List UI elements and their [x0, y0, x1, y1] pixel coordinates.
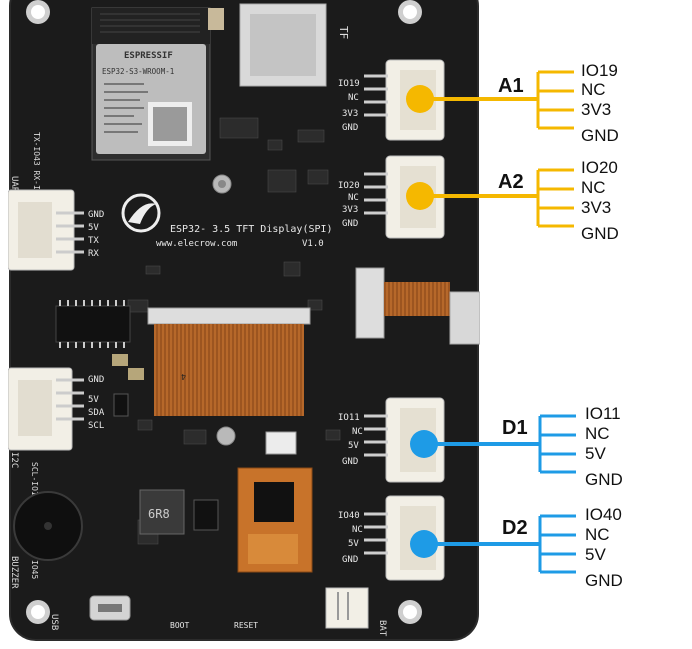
svg-text:SCL: SCL: [88, 421, 104, 431]
svg-text:NC: NC: [348, 193, 359, 203]
callout-d2-pin-1: IO40: [585, 505, 622, 524]
callout-d2-pin-4: GND: [585, 571, 623, 590]
buzzer-pin: IO45: [30, 560, 39, 579]
boot-label: BOOT: [170, 621, 189, 630]
svg-text:5V: 5V: [348, 441, 359, 451]
d1-silk-labels: IO11 NC 5V GND: [338, 413, 363, 467]
callout-d2-pin-3: 5V: [585, 545, 606, 564]
callout-d1-pin-4: GND: [585, 470, 623, 489]
tf-card-slot: TF: [239, 3, 350, 87]
callout-d2-pin-2: NC: [585, 525, 610, 544]
callout-a2-pin-2: NC: [581, 178, 606, 197]
i2c-pin-labels: GND 5V SDA SCL: [88, 375, 105, 431]
callout-a2-pin-1: IO20: [581, 158, 618, 177]
callout-d2-name: D2: [502, 517, 528, 539]
capacitors: [112, 354, 144, 380]
svg-text:IO11: IO11: [338, 413, 360, 423]
svg-text:5V: 5V: [348, 539, 359, 549]
svg-text:IO40: IO40: [338, 511, 360, 521]
mounting-screw: [216, 426, 236, 446]
d2-marker-dot: [410, 530, 438, 558]
crystal-component: [208, 8, 224, 30]
elecrow-logo: [121, 193, 161, 233]
reset-label: RESET: [234, 621, 258, 630]
buzzer-label: BUZZER: [9, 556, 19, 589]
callout-a2-name: A2: [498, 171, 524, 193]
svg-text:SDA: SDA: [88, 408, 105, 418]
d1-marker-dot: [410, 430, 438, 458]
svg-text:5V: 5V: [88, 395, 99, 405]
usb-port: [89, 595, 131, 621]
d2-silk-labels: IO40 NC 5V GND: [338, 511, 363, 565]
usb-label: USB: [49, 614, 59, 630]
callout-d1-lines: [410, 414, 576, 474]
callout-a1-pin-1: IO19: [581, 61, 618, 80]
svg-text:5V: 5V: [88, 223, 99, 233]
svg-text:NC: NC: [348, 93, 359, 103]
callout-d1-pin-3: 5V: [585, 444, 606, 463]
uart-connector: [7, 189, 84, 271]
svg-text:GND: GND: [342, 457, 358, 467]
svg-text:6R8: 6R8: [148, 507, 170, 521]
callout-d1-pin-1: IO11: [585, 404, 621, 423]
mounting-holes: [26, 0, 422, 624]
callout-d2-lines: [410, 514, 576, 574]
soic-chip: [55, 300, 131, 348]
svg-text:3V3: 3V3: [342, 109, 358, 119]
a2-silk-labels: IO20 NC 3V3 GND: [338, 181, 360, 229]
uart-pin-labels: GND 5V TX RX: [88, 210, 104, 259]
callout-a2-pin-3: 3V3: [581, 198, 612, 217]
callout-a1-pin-4: GND: [581, 126, 619, 145]
svg-text:IO19: IO19: [338, 79, 360, 89]
smd-components: [127, 117, 341, 545]
board-version: V1.0: [302, 239, 324, 249]
regulator-component: [193, 499, 219, 531]
svg-text:RX: RX: [88, 249, 99, 259]
svg-text:NC: NC: [352, 525, 363, 535]
svg-text:GND: GND: [342, 219, 358, 229]
callout-a1-lines: [406, 70, 574, 130]
uart-pin-mapping: TX-IO43 RX-IO44: [32, 132, 41, 204]
display-flex-cable: 4: [147, 307, 311, 416]
callout-d1-name: D1: [502, 417, 528, 439]
i2c-label: I2C: [9, 452, 19, 468]
touch-controller-flex: [237, 467, 313, 573]
battery-label: BAT: [377, 620, 387, 637]
svg-text:TX: TX: [88, 236, 99, 246]
svg-text:IO20: IO20: [338, 181, 360, 191]
transistor-component: [113, 393, 129, 417]
battery-connector: [325, 587, 369, 629]
esp32-module: ESPRESSIF ESP32-S3-WROOM-1: [91, 7, 211, 161]
svg-text:NC: NC: [352, 427, 363, 437]
small-connector: [265, 431, 297, 455]
a1-silk-labels: IO19 NC 3V3 GND: [338, 79, 360, 133]
svg-text:GND: GND: [342, 123, 358, 133]
callout-d1-pin-2: NC: [585, 424, 610, 443]
callout-a1-name: A1: [498, 75, 524, 97]
callout-a2-lines: [406, 168, 574, 228]
i2c-connector: [7, 367, 84, 451]
a2-marker-dot: [406, 182, 434, 210]
svg-text:GND: GND: [88, 210, 104, 220]
board-url: www.elecrow.com: [156, 239, 237, 249]
svg-text:3V3: 3V3: [342, 205, 358, 215]
buzzer: [13, 491, 83, 561]
svg-text:GND: GND: [342, 555, 358, 565]
svg-text:4: 4: [181, 372, 186, 381]
connector-a1: [364, 59, 445, 141]
board-title: ESP32- 3.5 TFT Display(SPI): [170, 224, 333, 235]
callout-a1-pin-2: NC: [581, 80, 606, 99]
tf-label: TF: [337, 26, 350, 39]
svg-text:GND: GND: [88, 375, 104, 385]
module-name: ESP32-S3-WROOM-1: [102, 67, 174, 76]
uart-label: UART: [9, 176, 19, 198]
callout-a2-pin-4: GND: [581, 224, 619, 243]
a1-marker-dot: [406, 85, 434, 113]
callout-a1-pin-3: 3V3: [581, 100, 612, 119]
inductor: 6R8: [139, 489, 185, 535]
module-brand: ESPRESSIF: [124, 51, 173, 61]
